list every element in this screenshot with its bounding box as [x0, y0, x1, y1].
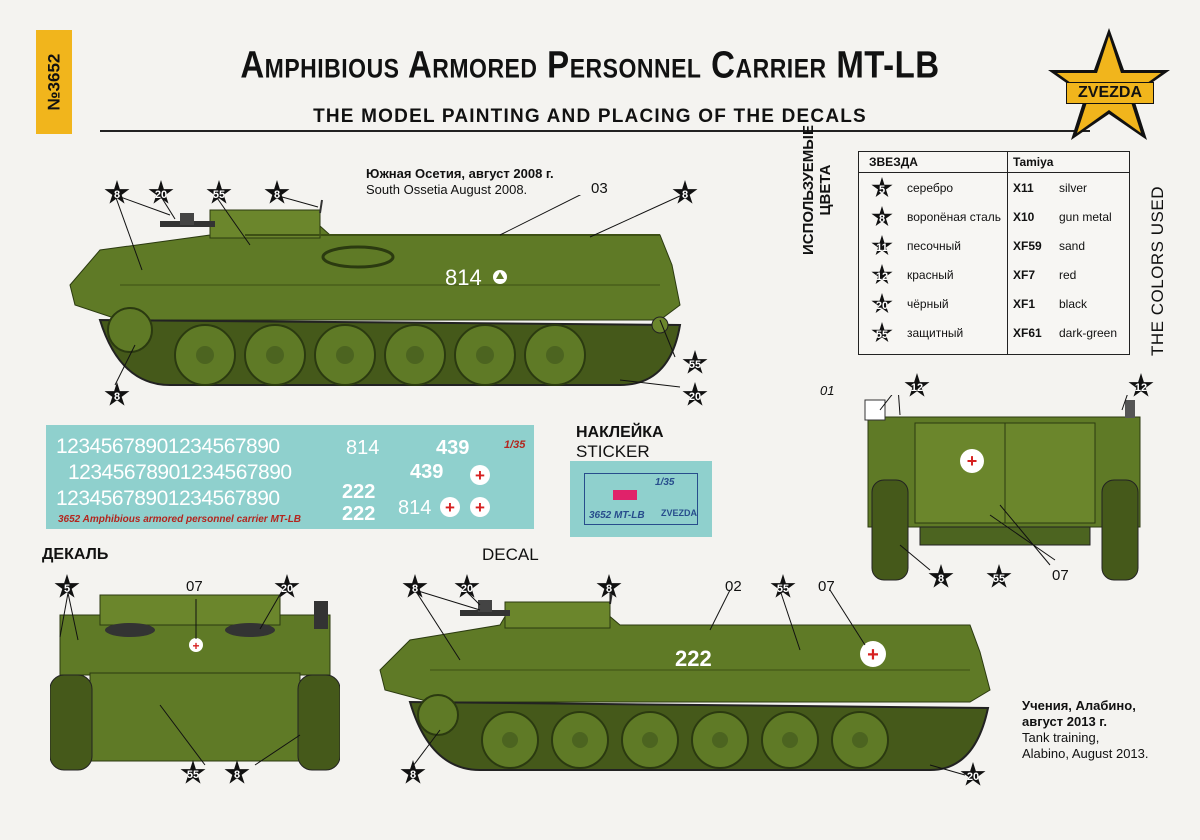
decal-439-mid: 439 [410, 461, 444, 483]
red-cross-decal: + [470, 465, 490, 485]
sticker-label-en: STICKER [576, 442, 650, 461]
decal-222: 222 [342, 503, 376, 525]
sticker-brand: ZVEZDA [661, 508, 697, 518]
header-divider [100, 130, 1090, 132]
color-row: 20 чёрный XF1 black [859, 290, 1129, 319]
hull-number-222: 222 [675, 646, 712, 671]
decal-sheet: 12345678901234567890 1234567890123456789… [46, 425, 534, 529]
decal-label-ru: ДЕКАЛЬ [42, 546, 109, 563]
variant-1-caption-en: South Ossetia August 2008. [366, 182, 528, 197]
variant-2-caption: Учения, Алабино, август 2013 г. Tank tra… [1022, 698, 1149, 761]
sticker-sheet: 1/35 3652 MT-LB ZVEZDA [570, 461, 712, 537]
colors-col-tamiya: Tamiya [1013, 155, 1054, 169]
hull-number-814: 814 [445, 265, 482, 290]
decal-digit-row: 12345678901234567890 [56, 435, 280, 458]
colors-col-zvezda: ЗВЕЗДА [869, 155, 918, 169]
page-title: Amphibious Armored Personnel Carrier MT-… [240, 43, 940, 86]
sticker-label-ru: НАКЛЕЙКА [576, 424, 664, 441]
vehicle-side-view-1: 814 [69, 195, 683, 388]
svg-text:+: + [867, 644, 879, 666]
svg-text:+: + [192, 639, 199, 653]
color-row: 12 красный XF7 red [859, 261, 1129, 290]
sticker-footer: 3652 MT-LB [589, 510, 645, 521]
variant-1-caption: Южная Осетия, август 2008 г. South Osset… [366, 166, 554, 198]
color-row: 5 серебро X11 silver [859, 174, 1129, 203]
vehicle-rear-view: + [864, 395, 1141, 581]
pink-sticker [613, 490, 637, 500]
page-subtitle: THE MODEL PAINTING AND PLACING OF THE DE… [313, 106, 867, 127]
colors-used-en: THE COLORS USED [1148, 186, 1167, 356]
colors-table: ЗВЕЗДА Tamiya 5 серебро X11 silver 8 вор… [858, 151, 1130, 355]
decal-label-en: DECAL [482, 545, 539, 564]
variant-1-caption-ru: Южная Осетия, август 2008 г. [366, 166, 554, 181]
decal-814-top: 814 [346, 437, 380, 459]
color-row: 55 защитный XF61 dark-green [859, 319, 1129, 348]
decal-digit-row: 12345678901234567890 [56, 487, 280, 510]
decal-222: 222 [342, 481, 376, 503]
catalog-number: №3652 [44, 53, 63, 111]
svg-text:+: + [967, 451, 978, 471]
color-row: 11 песочный XF59 sand [859, 232, 1129, 261]
decal-814-bottom: 814 [398, 497, 432, 519]
vehicle-side-view-2: 222 + [379, 590, 991, 776]
decal-ref-07: 07 [186, 578, 203, 595]
vehicle-front-view: + [50, 590, 340, 771]
decal-ref-02: 02 [725, 578, 742, 595]
decal-digit-row: 12345678901234567890 [68, 461, 292, 484]
sticker-frame: 1/35 3652 MT-LB ZVEZDA [584, 473, 698, 525]
colors-used-ru: ИСПОЛЬЗУЕМЫЕ ЦВЕТА [800, 125, 834, 255]
decal-ref-07: 07 [818, 578, 835, 595]
red-cross-decal: + [440, 497, 460, 517]
color-row: 8 ворonёная сталь X10 gun metal [859, 203, 1129, 232]
sticker-scale: 1/35 [655, 477, 675, 488]
decal-sheet-footer: 3652 Amphibious armored personnel carrie… [58, 514, 302, 525]
brand-logo-text: ZVEZDA [1066, 82, 1154, 104]
decal-ref-01: 01 [820, 383, 835, 398]
decal-ref-07: 07 [1052, 567, 1069, 584]
decal-scale: 1/35 [504, 439, 526, 451]
red-cross-decal: + [470, 497, 490, 517]
decal-ref-03: 03 [591, 180, 608, 197]
catalog-number-tab: №3652 [36, 30, 72, 134]
decal-439-top: 439 [436, 437, 470, 459]
